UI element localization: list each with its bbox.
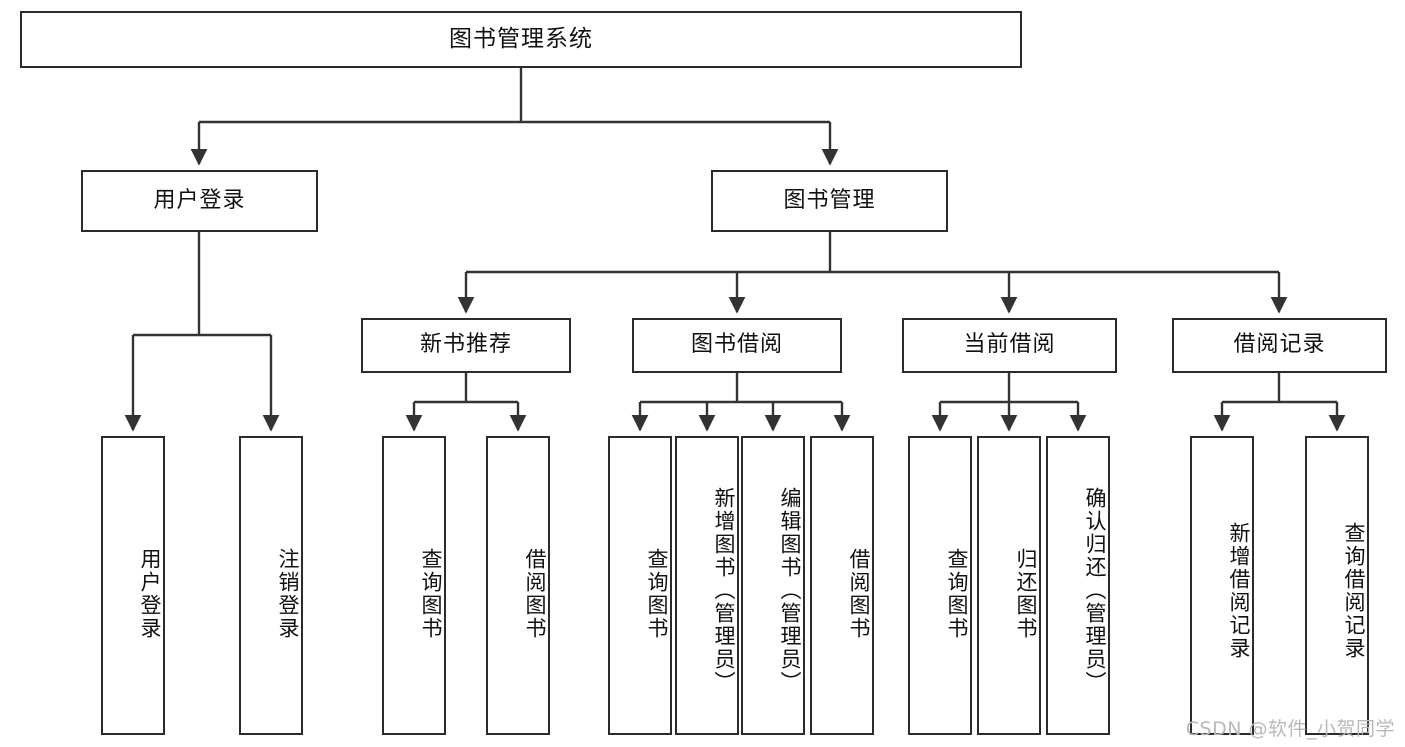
node-book-borrow[interactable]: 图书借阅 <box>632 318 842 373</box>
node-root-book-management-system[interactable]: 图书管理系统 <box>20 11 1022 68</box>
node-user-login[interactable]: 用户登录 <box>81 170 318 232</box>
csdn-watermark: CSDN @软件_小贺同学 <box>1185 718 1395 740</box>
leaf-current-borrow-query-book[interactable]: 查询图书 <box>908 436 972 735</box>
leaf-book-borrow-query-book[interactable]: 查询图书 <box>608 436 672 735</box>
leaf-borrow-record-add-record[interactable]: 新增借阅记录 <box>1190 436 1254 735</box>
node-new-book-recommend[interactable]: 新书推荐 <box>361 318 571 373</box>
leaf-current-borrow-return-book[interactable]: 归还图书 <box>977 436 1041 735</box>
node-book-management[interactable]: 图书管理 <box>711 170 948 232</box>
leaf-new-book-query-book[interactable]: 查询图书 <box>382 436 446 735</box>
leaf-new-book-borrow-book[interactable]: 借阅图书 <box>486 436 550 735</box>
leaf-user-login-login[interactable]: 用户登录 <box>101 436 165 735</box>
leaf-book-borrow-edit-book-admin[interactable]: 编辑图书（管理员） <box>741 436 805 735</box>
leaf-user-login-logout[interactable]: 注销登录 <box>239 436 303 735</box>
node-borrow-record[interactable]: 借阅记录 <box>1172 318 1387 373</box>
leaf-book-borrow-add-book-admin[interactable]: 新增图书（管理员） <box>675 436 739 735</box>
leaf-current-borrow-confirm-return-admin[interactable]: 确认归还（管理员） <box>1046 436 1110 735</box>
leaf-borrow-record-query-record[interactable]: 查询借阅记录 <box>1305 436 1369 735</box>
leaf-book-borrow-borrow-book[interactable]: 借阅图书 <box>810 436 874 735</box>
node-current-borrow[interactable]: 当前借阅 <box>902 318 1117 373</box>
